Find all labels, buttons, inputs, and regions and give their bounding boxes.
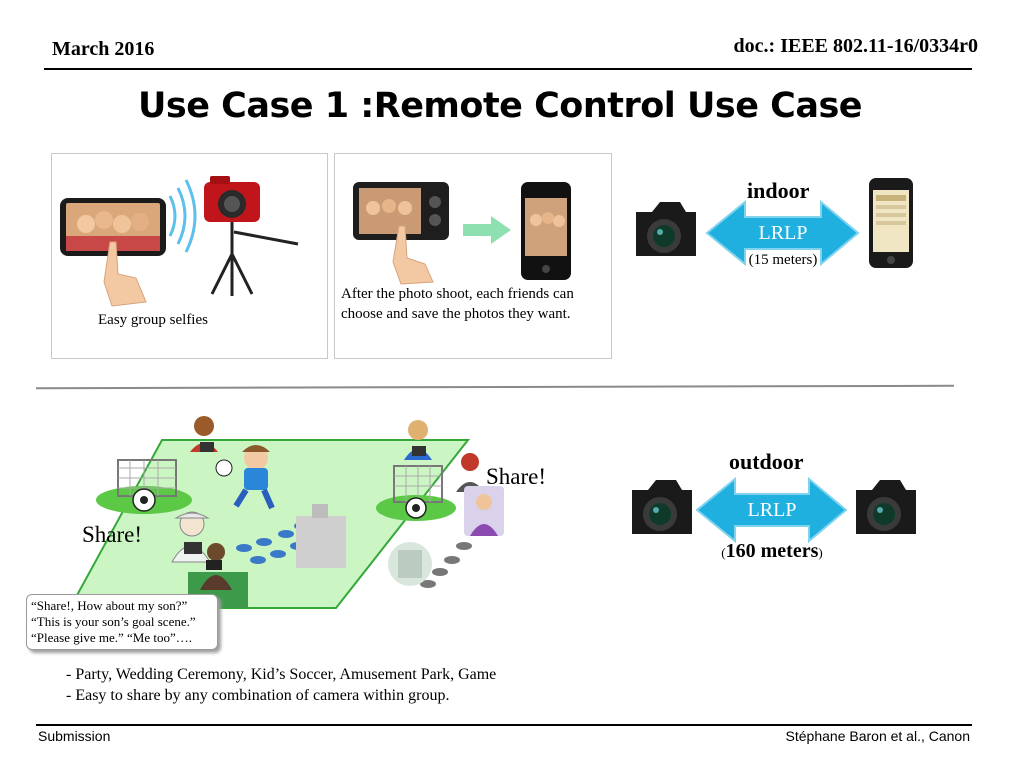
soccer-field-illustration bbox=[68, 416, 504, 609]
camera-back-icon bbox=[353, 182, 449, 240]
photographer-icon bbox=[171, 511, 211, 563]
share-label-right: Share! bbox=[486, 464, 547, 489]
footer-divider bbox=[36, 724, 972, 726]
outdoor-lrlp-double-arrow bbox=[695, 476, 848, 544]
header-doc-id: doc.: IEEE 802.11-16/0334r0 bbox=[733, 35, 978, 57]
left-goal-icon bbox=[96, 459, 192, 514]
callout-line: “Please give me.” “Me too”…. bbox=[31, 630, 192, 645]
tripod-icon bbox=[210, 222, 299, 296]
speech-callout: “Share!, How about my son?” “This is you… bbox=[26, 594, 218, 650]
outdoor-label: outdoor bbox=[729, 449, 804, 474]
indoor-phone-icon bbox=[869, 178, 913, 268]
indoor-arrow-label: LRLP bbox=[758, 222, 808, 244]
outdoor-camera-right-icon bbox=[856, 480, 916, 534]
section-divider bbox=[35, 384, 955, 390]
hand-icon bbox=[103, 241, 147, 307]
share-label-left: Share! bbox=[82, 522, 143, 547]
footer-submission: Submission bbox=[38, 728, 111, 744]
bullet-item: - Easy to share by any combination of ca… bbox=[66, 687, 450, 704]
panel-share-photos-caption: After the photo shoot, each friends can … bbox=[341, 286, 574, 322]
panel-share-photos: After the photo shoot, each friends can … bbox=[334, 153, 612, 359]
panel-group-selfies: Easy group selfies bbox=[51, 153, 328, 359]
right-goal-icon bbox=[376, 465, 456, 521]
share-photos-illustration bbox=[353, 182, 571, 285]
indoor-camera-icon bbox=[636, 202, 696, 256]
footer-author: Stéphane Baron et al., Canon bbox=[785, 728, 970, 744]
outdoor-camera-left-icon bbox=[632, 480, 692, 534]
photographer-icon bbox=[464, 486, 504, 536]
outdoor-distance-open: ( bbox=[721, 545, 726, 560]
gray-silhouette-icon bbox=[296, 504, 346, 568]
arrow-right-icon bbox=[463, 216, 511, 244]
outdoor-distance: (160 meters) bbox=[697, 540, 847, 563]
wireless-signal-icon bbox=[168, 179, 197, 253]
slide-title: Use Case 1 :Remote Control Use Case bbox=[137, 86, 863, 126]
indoor-label: indoor bbox=[747, 178, 810, 203]
indoor-lrlp-double-arrow bbox=[705, 199, 860, 267]
hand-icon bbox=[392, 225, 434, 285]
callout-line: “Share!, How about my son?” bbox=[31, 598, 188, 613]
indoor-distance: (15 meters) bbox=[748, 252, 818, 268]
kid-player-icon bbox=[215, 445, 275, 510]
use-case-bullets: - Party, Wedding Ceremony, Kid’s Soccer,… bbox=[66, 664, 496, 706]
gray-silhouette-icon bbox=[388, 542, 432, 586]
outdoor-distance-close: ) bbox=[818, 545, 823, 560]
selfie-illustration bbox=[60, 176, 299, 307]
header-divider bbox=[44, 68, 972, 70]
panel-group-selfies-caption: Easy group selfies bbox=[98, 312, 208, 328]
bullet-item: - Party, Wedding Ceremony, Kid’s Soccer,… bbox=[66, 666, 497, 683]
header-date: March 2016 bbox=[52, 38, 155, 60]
callout-line: “This is your son’s goal scene.” bbox=[31, 614, 196, 629]
spectator-icon bbox=[190, 416, 218, 452]
spectator-icon bbox=[404, 420, 432, 460]
red-camera-icon bbox=[204, 176, 260, 222]
outdoor-arrow-label: LRLP bbox=[747, 499, 797, 521]
smartphone-icon bbox=[521, 182, 571, 280]
outdoor-distance-value: 160 meters bbox=[725, 540, 819, 562]
